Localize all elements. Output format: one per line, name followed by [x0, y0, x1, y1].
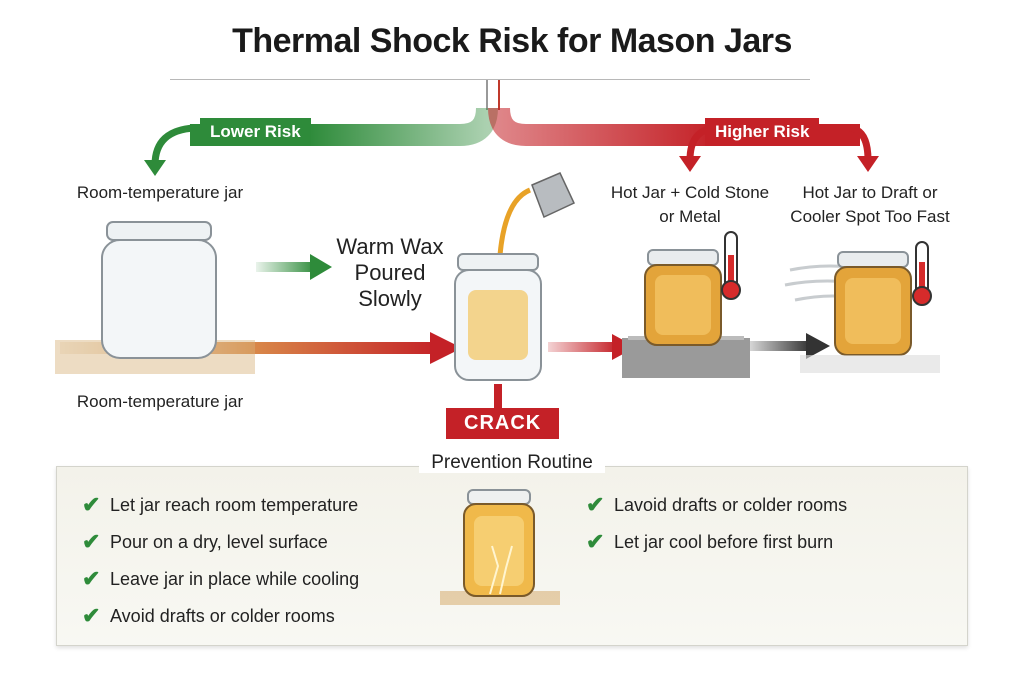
- list-item: ✔Pour on a dry, level surface: [82, 529, 328, 554]
- check-icon: ✔: [586, 492, 605, 517]
- list-item: ✔Let jar cool before first burn: [586, 529, 834, 554]
- check-icon: ✔: [82, 603, 101, 628]
- check-icon: ✔: [586, 529, 605, 554]
- empty-jar-icon: [101, 221, 217, 359]
- higher-risk-badge: Higher Risk: [705, 118, 820, 146]
- check-icon: ✔: [82, 529, 101, 554]
- list-item: ✔Avoid drafts or colder rooms: [82, 603, 335, 628]
- room-temp-jar-bottom-label: Room-temperature jar: [76, 392, 244, 411]
- check-icon: ✔: [82, 492, 101, 517]
- title-divider: [170, 79, 810, 80]
- draft-jar-icon: [784, 251, 940, 373]
- prevention-title: Prevention Routine: [0, 452, 1024, 474]
- list-item: ✔Lavoid drafts or colder rooms: [586, 492, 848, 517]
- list-item: ✔Leave jar in place while cooling: [82, 566, 360, 591]
- check-icon: ✔: [82, 566, 101, 591]
- hot-jar-icon: [644, 249, 722, 346]
- crack-banner: CRACK: [446, 408, 560, 439]
- cracked-jar-icon: [440, 489, 560, 605]
- risk-label-cold-stone: Hot Jar + Cold Stone or Metal: [610, 183, 770, 226]
- warm-wax-label: Warm Wax Poured Slowly: [336, 234, 444, 311]
- list-item: ✔Let jar reach room temperature: [82, 492, 359, 517]
- lower-risk-badge: Lower Risk: [200, 118, 311, 146]
- prevention-list-right: ✔Lavoid drafts or colder rooms ✔Let jar …: [586, 490, 847, 557]
- risk-label-draft: Hot Jar to Draft or Cooler Spot Too Fast: [790, 183, 950, 226]
- page-title: Thermal Shock Risk for Mason Jars: [232, 22, 792, 60]
- thermometer-icon: [912, 241, 932, 306]
- room-temp-jar-top-label: Room-temperature jar: [76, 183, 244, 202]
- pouring-jar-icon: [454, 172, 575, 381]
- prevention-list-left: ✔Let jar reach room temperature ✔Pour on…: [82, 490, 359, 631]
- thermometer-icon: [721, 231, 741, 300]
